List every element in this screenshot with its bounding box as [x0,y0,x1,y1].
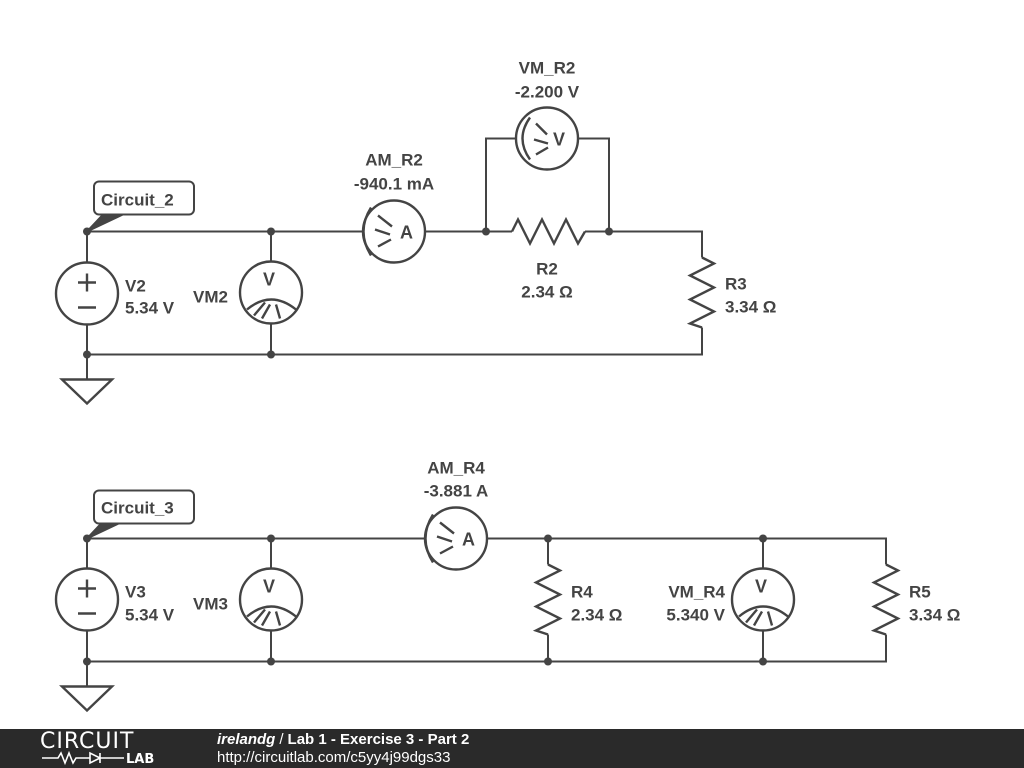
circuit-2-vmr2-wire [485,137,610,232]
circuit-3-tag[interactable]: Circuit_3 [86,489,195,540]
circuit-2-vmr2-name: VM_R2 [519,59,576,78]
vm3-letter: V [263,577,275,597]
circuit-2-r2-name: R2 [536,260,558,279]
circuit-2-top-wire [87,230,703,258]
circuit-3-vmr4-name: VM_R4 [668,583,725,602]
circuit-3-voltmeter-name: VM3 [193,595,228,614]
vm-r2-letter: V [553,130,565,150]
circuit-2-voltmeter-name: VM2 [193,288,228,307]
junction-dot [482,227,490,236]
junction-dot [605,227,613,236]
circuit-3-ammeter-reading: -3.881 A [424,482,489,501]
circuit-2-ground-icon [59,378,115,406]
circuit-2-ammeter-reading: -940.1 mA [354,175,434,194]
circuit-3-source-name: V3 [125,583,146,602]
circuit-2-r3-name: R3 [725,275,747,294]
footer-url-link[interactable]: http://circuitlab.com/c5yy4j99dgs33 [217,749,451,766]
circuit-3-r4-name: R4 [571,583,593,602]
circuit-2-vmr2-reading: -2.200 V [515,83,580,102]
circuit-3-resistor-r4[interactable] [532,563,563,636]
junction-dot [267,227,275,236]
circuit-3-vmr4-reading: 5.340 V [666,606,725,625]
circuit-2-voltage-source[interactable] [54,261,120,326]
junction-dot [267,534,275,543]
circuit-2: Circuit_2 V2 5.34 V V VM2 A AM_R2 -940.1… [54,59,776,406]
footer-username-link[interactable]: irelandg [217,731,276,748]
circuit-3: Circuit_3 V3 5.34 V V VM3 A AM_R4 -3.881… [54,459,960,713]
footer-title-line: irelandg/Lab 1 - Exercise 3 - Part 2 [217,731,469,748]
circuit-3-top-wire [87,537,887,565]
circuit-2-resistor-r2[interactable] [510,216,587,247]
circuit-3-ammeter-name: AM_R4 [427,459,485,478]
circuit-3-voltmeter-vm3[interactable]: V [238,567,304,632]
footer-bar: CIRCUIT LAB irelandg/Lab 1 - Exercise 3 … [0,729,1024,768]
junction-dot [759,657,767,666]
am-r2-letter: A [400,223,413,243]
logo-wordmark-top: CIRCUIT [40,729,135,754]
junction-dot [544,534,552,543]
resistor-diode-logo-icon [42,751,124,765]
am-r4-letter: A [462,530,475,550]
circuit-3-tag-label: Circuit_3 [101,499,174,518]
junction-dot [83,534,91,543]
junction-dot [83,227,91,236]
junction-dot [759,534,767,543]
junction-dot [83,657,91,666]
junction-dot [267,657,275,666]
circuit-2-source-name: V2 [125,277,146,296]
vm-r4-letter: V [755,577,767,597]
circuitlab-logo[interactable]: CIRCUIT LAB [40,729,180,767]
circuit-2-r2-value: 2.34 Ω [521,283,572,302]
junction-dot [267,350,275,359]
circuit-2-ammeter-am-r2[interactable]: A [361,199,427,264]
circuit-2-voltmeter-vm2[interactable]: V [238,260,304,325]
circuit-2-bottom-wire [87,327,703,356]
circuit-2-ammeter-name: AM_R2 [365,151,423,170]
circuit-2-tag-label: Circuit_2 [101,191,174,210]
circuit-3-voltage-source[interactable] [54,567,120,632]
circuit-2-voltmeter-vm-r2[interactable]: V [514,106,580,171]
circuit-2-r3-value: 3.34 Ω [725,298,776,317]
circuit-3-r5-name: R5 [909,583,931,602]
circuit-3-r4-value: 2.34 Ω [571,606,622,625]
circuit-3-ground-icon [59,685,115,713]
circuit-2-source-value: 5.34 V [125,299,175,318]
footer-circuit-title: Lab 1 - Exercise 3 - Part 2 [287,731,470,748]
circuit-3-source-value: 5.34 V [125,606,175,625]
circuit-3-ammeter-am-r4[interactable]: A [423,506,489,571]
circuit-3-resistor-r5[interactable] [870,563,901,636]
vm2-letter: V [263,270,275,290]
logo-wordmark-bottom: LAB [126,752,155,767]
junction-dot [83,350,91,359]
circuit-3-bottom-wire [87,634,887,663]
circuit-2-tag[interactable]: Circuit_2 [86,180,195,233]
circuit-3-r5-value: 3.34 Ω [909,606,960,625]
footer-separator: / [279,731,284,748]
circuit-3-voltmeter-vm-r4[interactable]: V [730,567,796,632]
circuit-2-resistor-r3[interactable] [686,256,717,329]
junction-dot [544,657,552,666]
